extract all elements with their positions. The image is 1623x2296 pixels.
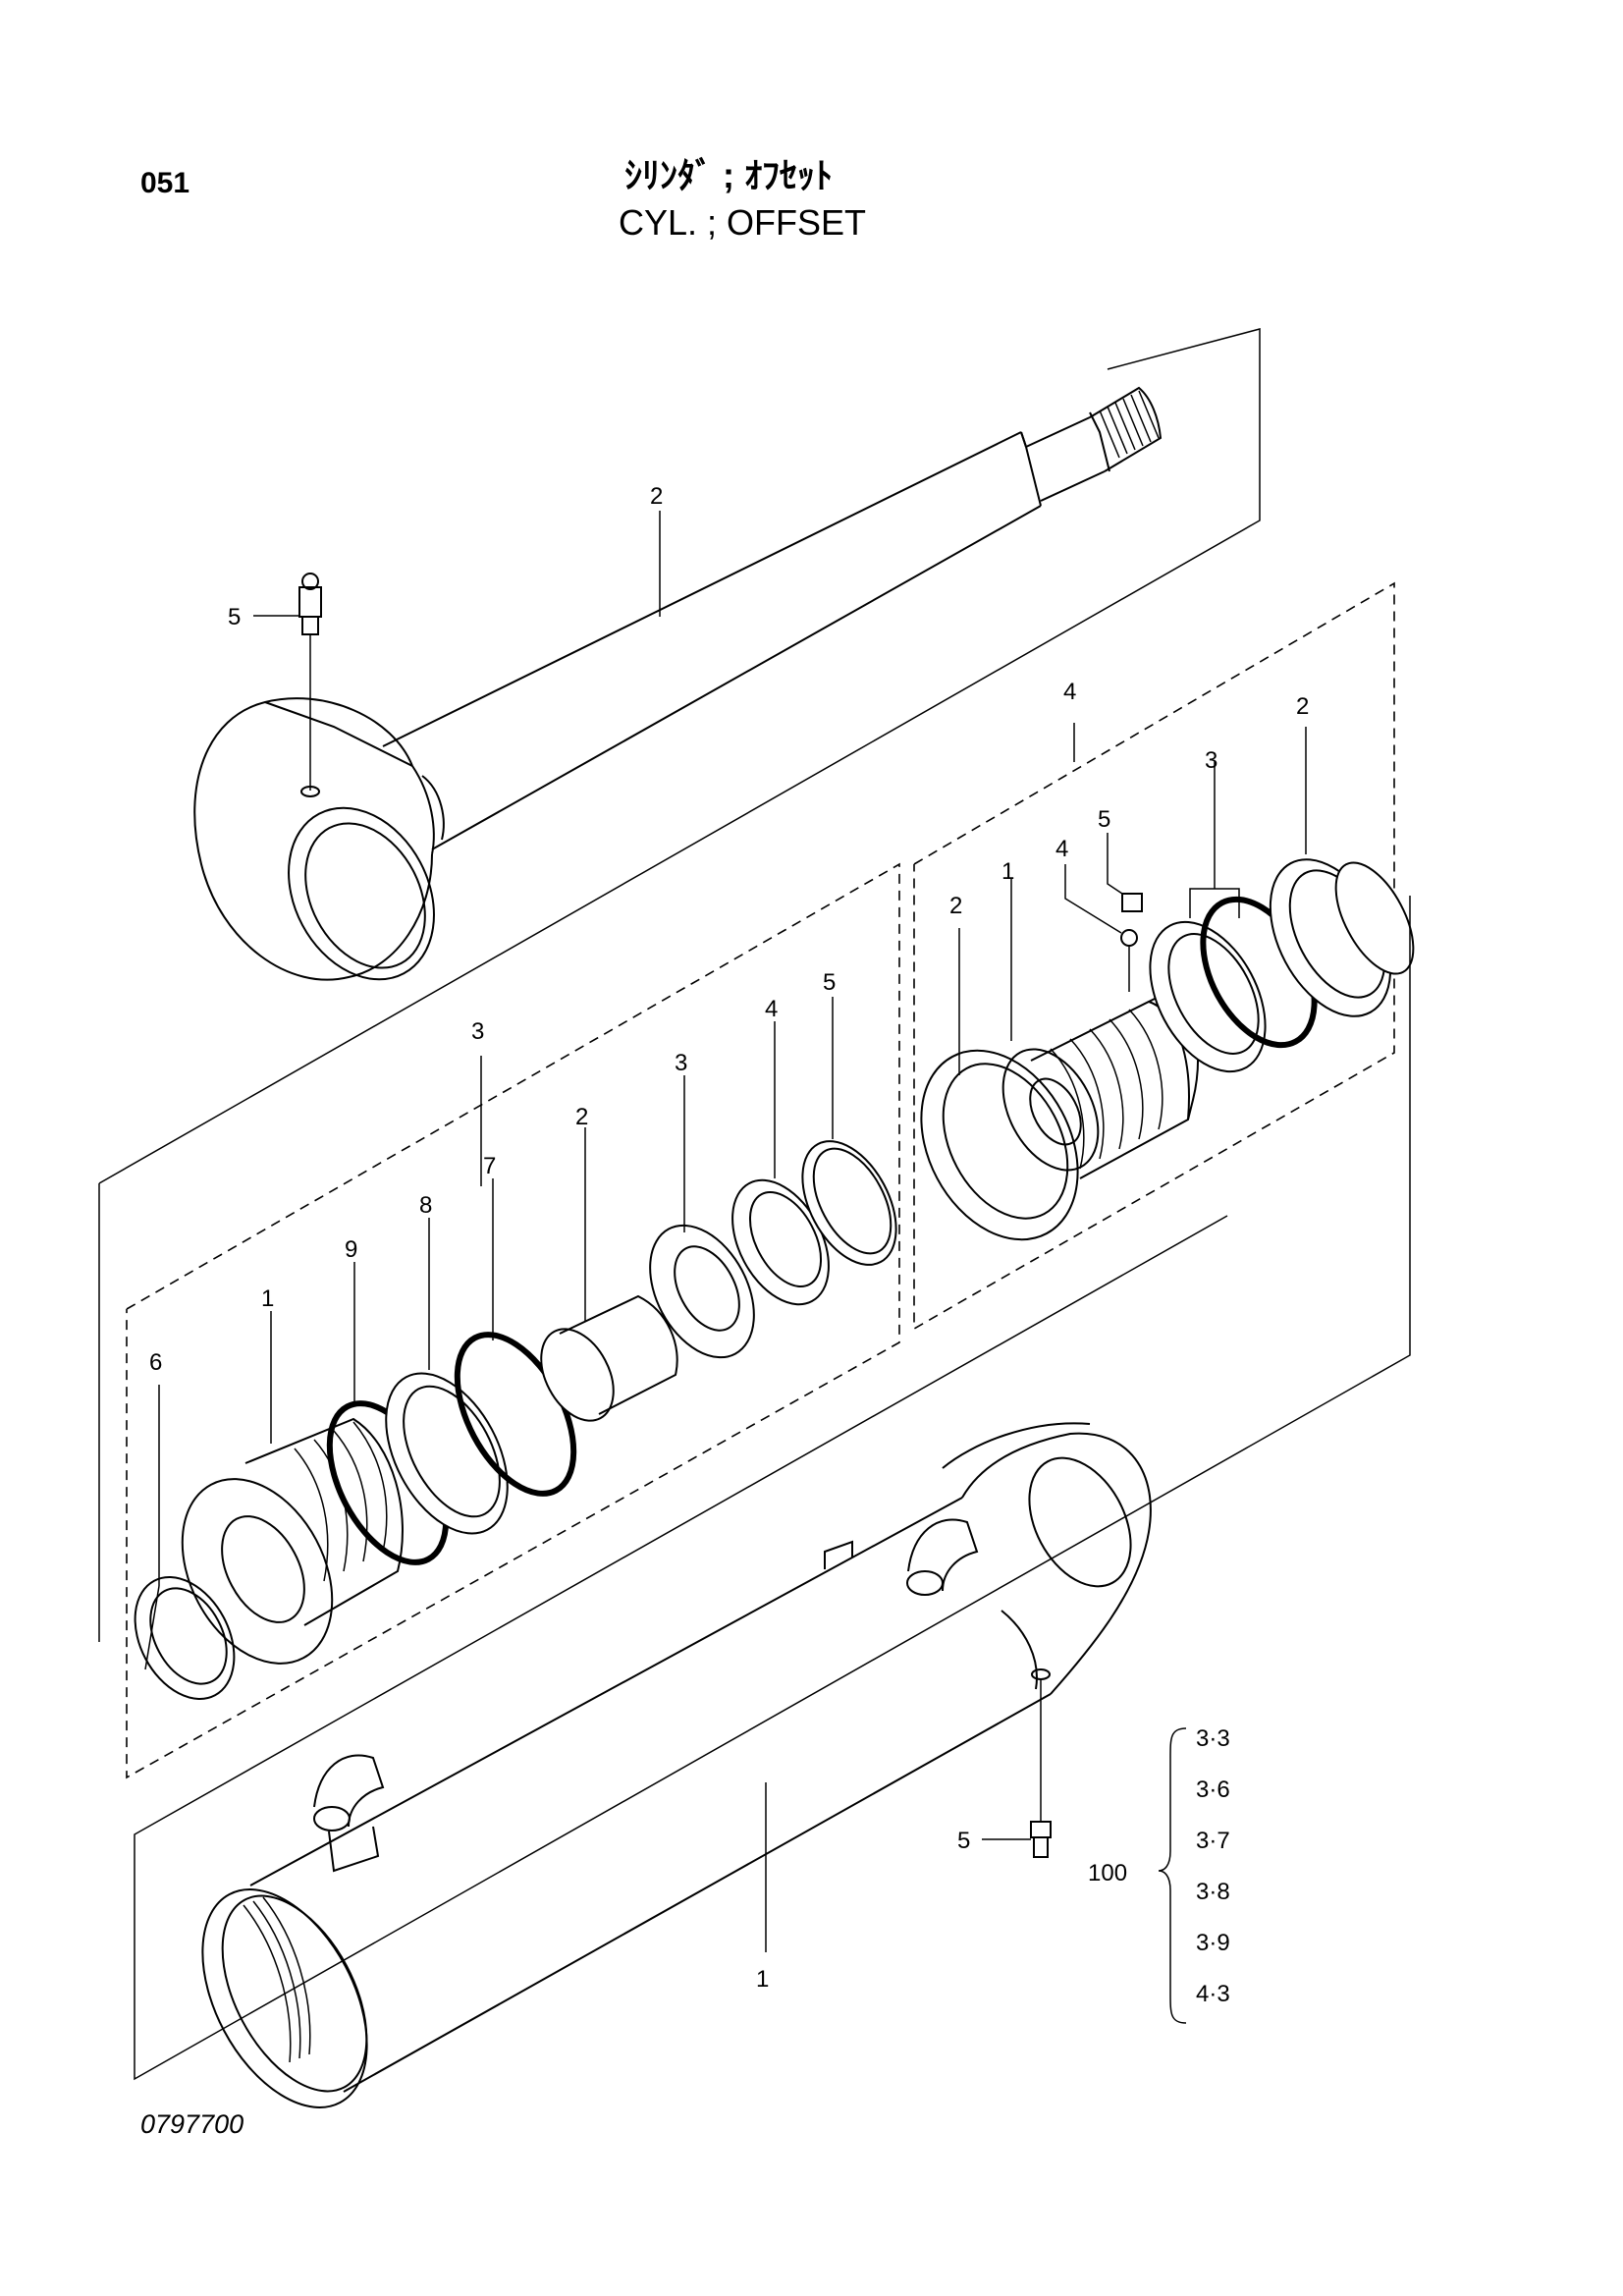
piston-rod-assembly: 2 5 [98,328,1261,1642]
seal-kit-item: 3·6 [1196,1777,1230,1803]
page-title-japanese: ｼﾘﾝﾀﾞ ; ｵﾌｾｯﾄ [624,155,833,195]
callout-head-bushing: 2 [575,1104,588,1130]
callout-head-rod-seal: 3 [675,1050,687,1076]
callout-tube: 1 [756,1966,769,1993]
callout-head-oring: 9 [345,1236,357,1263]
callout-piston-ball: 4 [1055,836,1068,862]
seal-kit-list: 100 3·3 3·6 3·7 3·8 3·9 4·3 [1088,1725,1230,2024]
callout-head-oring-outer: 7 [483,1153,496,1179]
page-title-english: CYL. ; OFFSET [619,202,867,243]
cylinder-tube-assembly: 5 1 [134,896,1411,2108]
callout-rod: 2 [650,483,663,510]
seal-kit-item: 3·7 [1196,1828,1230,1854]
callout-piston-body: 1 [1001,858,1014,885]
page-number: 051 [140,167,190,199]
seal-kit-number: 100 [1088,1860,1127,1886]
callout-piston-group: 4 [1063,679,1076,705]
callout-piston-seal: 3 [1205,747,1217,774]
piston-group: 4 2 1 4 5 [913,581,1415,1331]
seal-kit-item: 3·8 [1196,1879,1230,1905]
callout-rod-grease-nipple: 5 [228,604,241,630]
seal-kit-item: 3·9 [1196,1930,1230,1956]
callout-piston-wear-ring-right: 2 [1296,693,1309,720]
callout-head-body: 1 [261,1285,274,1312]
drawing-code: 0797700 [140,2109,244,2139]
callout-head-backup-ring: 8 [419,1192,432,1219]
callout-piston-set-screw: 5 [1098,806,1110,833]
callout-head-group: 3 [471,1018,484,1045]
callout-head-snap-ring: 5 [823,969,836,996]
callout-head-backup-ring-2: 4 [765,996,778,1022]
seal-kit-item: 4·3 [1196,1981,1230,2007]
callout-tube-grease-nipple: 5 [957,1828,970,1854]
seal-kit-item: 3·3 [1196,1725,1230,1752]
cylinder-head-group: 3 6 1 9 8 [126,862,900,1779]
callout-piston-wear-ring-left: 2 [949,893,962,919]
callout-head-dust-seal: 6 [149,1349,162,1376]
